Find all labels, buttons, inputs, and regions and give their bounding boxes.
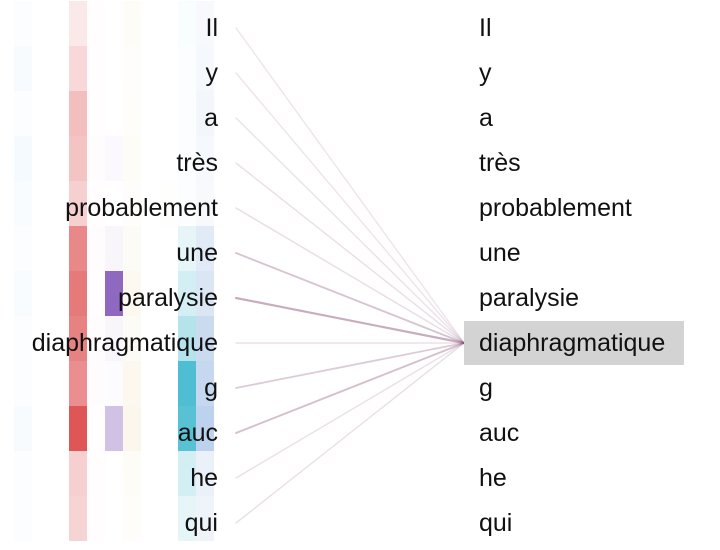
head-cell xyxy=(123,406,141,451)
attention-head-4 xyxy=(105,0,123,550)
head-cell xyxy=(123,1,141,46)
head-cell xyxy=(69,91,87,136)
head-cell xyxy=(123,361,141,406)
head-cell xyxy=(196,271,214,316)
head-cell xyxy=(123,316,141,361)
head-cell xyxy=(196,136,214,181)
head-cell xyxy=(69,271,87,316)
attention-line xyxy=(235,117,465,344)
head-cell xyxy=(69,316,87,361)
head-cell xyxy=(123,136,141,181)
head-cell xyxy=(123,91,141,136)
head-cell xyxy=(69,361,87,406)
left-token[interactable]: a xyxy=(204,104,218,132)
head-cell xyxy=(69,136,87,181)
right-token[interactable]: une xyxy=(479,239,521,267)
head-cell xyxy=(14,406,32,451)
attention-head-7 xyxy=(178,0,196,550)
left-token[interactable]: probablement xyxy=(65,194,218,222)
head-cell xyxy=(178,226,196,271)
head-cell xyxy=(69,451,87,496)
head-cell xyxy=(196,406,214,451)
left-token[interactable]: qui xyxy=(184,509,218,537)
head-cell xyxy=(196,496,214,541)
left-token[interactable]: très xyxy=(176,149,218,177)
head-cell xyxy=(14,136,32,181)
head-cell xyxy=(69,1,87,46)
left-token[interactable]: g xyxy=(204,374,218,402)
head-cell xyxy=(196,1,214,46)
left-token[interactable]: paralysie xyxy=(117,284,218,312)
head-cell xyxy=(196,46,214,91)
head-cell xyxy=(14,46,32,91)
right-token[interactable]: auc xyxy=(479,419,520,447)
head-cell xyxy=(69,181,87,226)
attention-line xyxy=(235,342,465,389)
left-token[interactable]: diaphragmatique xyxy=(31,329,218,357)
head-cell xyxy=(178,361,196,406)
attention-line xyxy=(234,296,466,345)
head-cell xyxy=(105,316,123,361)
head-cell xyxy=(69,496,87,541)
attention-line xyxy=(235,342,465,479)
head-cell xyxy=(178,271,196,316)
attention-line xyxy=(235,162,465,344)
left-token[interactable]: auc xyxy=(177,419,218,447)
attention-line xyxy=(235,342,465,434)
right-token[interactable]: Il xyxy=(479,14,492,42)
right-token[interactable]: a xyxy=(479,104,493,132)
head-cell xyxy=(69,226,87,271)
head-cell xyxy=(196,451,214,496)
head-cell xyxy=(105,226,123,271)
head-cell xyxy=(123,271,141,316)
head-cell xyxy=(105,406,123,451)
head-cell xyxy=(178,406,196,451)
head-cell xyxy=(123,496,141,541)
head-cell xyxy=(178,451,196,496)
head-cell xyxy=(196,91,214,136)
selected-token[interactable]: diaphragmatique xyxy=(464,321,684,365)
attention-line xyxy=(235,27,465,344)
head-cell xyxy=(105,271,123,316)
right-token[interactable]: très xyxy=(479,149,521,177)
attention-line xyxy=(235,252,465,344)
head-cell xyxy=(196,361,214,406)
head-cell xyxy=(196,226,214,271)
head-cell xyxy=(123,451,141,496)
attention-head-8 xyxy=(196,0,214,550)
head-cell xyxy=(69,406,87,451)
left-token[interactable]: he xyxy=(190,464,218,492)
head-cell xyxy=(123,226,141,271)
right-token[interactable]: probablement xyxy=(479,194,632,222)
right-token[interactable]: qui xyxy=(479,509,513,537)
attention-head-2 xyxy=(69,0,87,550)
left-token[interactable]: Il xyxy=(205,14,219,42)
right-token[interactable]: g xyxy=(479,374,493,402)
left-token[interactable]: une xyxy=(176,239,218,267)
head-cell xyxy=(196,316,214,361)
head-cell xyxy=(69,46,87,91)
right-token[interactable]: y xyxy=(479,59,492,87)
left-token[interactable]: y xyxy=(205,59,219,87)
right-token[interactable]: he xyxy=(479,464,507,492)
head-cell xyxy=(178,316,196,361)
head-cell xyxy=(178,496,196,541)
attention-line xyxy=(235,72,465,344)
right-token[interactable]: paralysie xyxy=(479,284,580,312)
attention-head-1 xyxy=(14,0,32,550)
head-cell xyxy=(196,181,214,226)
attention-line xyxy=(235,207,465,344)
attention-head-5 xyxy=(123,0,141,550)
attention-head-heatmap xyxy=(0,0,230,550)
attention-line xyxy=(235,342,465,524)
